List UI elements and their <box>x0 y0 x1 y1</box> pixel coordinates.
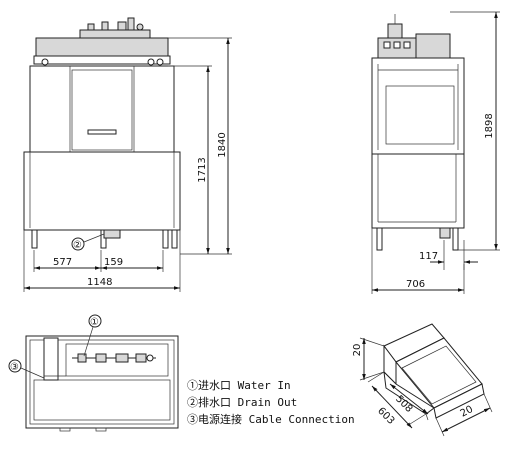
callout-cable-label: ③ <box>10 362 19 373</box>
dim-117: 117 <box>419 251 438 262</box>
side-window <box>385 85 455 145</box>
front-lower-cabinet <box>23 151 181 231</box>
callout-water-circle <box>88 314 102 328</box>
callout-drain-circle <box>71 237 85 251</box>
front-leg-1 <box>31 229 38 249</box>
top-hood <box>65 343 169 377</box>
dim-159: 159 <box>104 257 123 268</box>
dim-iso-20-height: 20 <box>352 344 363 357</box>
iso-view: 20 603 508 20 <box>352 323 493 437</box>
front-knob-right-2 <box>156 58 164 66</box>
legend-water-in: ①进水口 Water In <box>187 379 291 392</box>
legend-drain-out: ②排水口 Drain Out <box>187 396 298 409</box>
top-bracket <box>43 337 59 381</box>
front-view: ② 1713 1840 577 159 1148 <box>23 17 232 292</box>
callout-drain-label: ② <box>73 240 82 251</box>
top-tank <box>33 379 171 421</box>
dim-1840: 1840 <box>217 132 228 157</box>
side-motor <box>415 33 451 59</box>
front-door <box>71 69 133 151</box>
side-lower-body <box>371 153 465 229</box>
callout-water-label: ① <box>90 317 99 328</box>
front-top-rim <box>33 55 171 65</box>
front-drain-fitting <box>103 229 121 239</box>
front-top-fittings <box>79 17 151 39</box>
side-leg-2 <box>452 227 459 251</box>
front-knob-left <box>41 58 49 66</box>
front-door-handle <box>87 129 117 135</box>
front-leg-4 <box>171 229 178 249</box>
side-valve <box>387 23 403 39</box>
front-upper-cabinet <box>29 65 175 153</box>
legend: ①进水口 Water In ②排水口 Drain Out ③电源连接 Cable… <box>187 377 355 428</box>
dim-706: 706 <box>406 279 425 290</box>
side-view: 1898 117 706 <box>371 11 500 294</box>
top-view: ① ③ <box>8 314 179 432</box>
legend-cable-connection: ③电源连接 Cable Connection <box>187 413 355 426</box>
dim-577: 577 <box>53 257 72 268</box>
dim-1713: 1713 <box>197 157 208 182</box>
dim-1898: 1898 <box>484 113 495 138</box>
dim-1148: 1148 <box>87 277 112 288</box>
front-top-unit <box>35 37 169 59</box>
dim-iso-20-lip: 20 <box>459 404 475 420</box>
callout-cable-circle <box>8 359 22 373</box>
front-knob-right-1 <box>147 58 155 66</box>
front-leg-3 <box>162 229 169 249</box>
side-leg-1 <box>376 227 383 251</box>
side-drain <box>439 227 451 239</box>
